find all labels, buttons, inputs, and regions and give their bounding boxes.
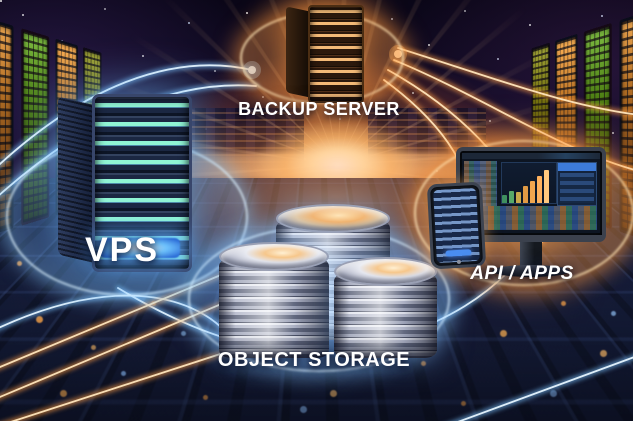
tower-drive-bays	[308, 5, 364, 103]
phone-icon	[426, 181, 487, 270]
panel-header	[558, 163, 596, 171]
vps-label: VPS	[84, 231, 160, 269]
floor-light-dots	[0, 0, 3, 3]
coin-stack-icon	[334, 257, 437, 358]
coin-top-face	[334, 257, 437, 286]
backup-server-label: BACKUP SERVER	[238, 99, 400, 119]
object-storage-label: OBJECT STORAGE	[217, 349, 411, 371]
dashboard-bar-chart	[501, 162, 557, 204]
dashboard-side-panel	[557, 162, 597, 206]
coin-top-face	[276, 204, 390, 233]
api-apps-label: API / APPS	[470, 263, 574, 284]
monitor-logo-icon	[529, 237, 533, 241]
dashboard-topbar	[462, 153, 600, 159]
phone-home-button	[456, 259, 461, 265]
tower-side-panel	[286, 6, 310, 98]
coin-stack-body	[219, 258, 329, 358]
panel-rows	[560, 173, 594, 203]
backup-server-icon	[286, 5, 364, 103]
coin-stack-icon	[219, 242, 329, 358]
coin-top-face	[219, 242, 329, 271]
